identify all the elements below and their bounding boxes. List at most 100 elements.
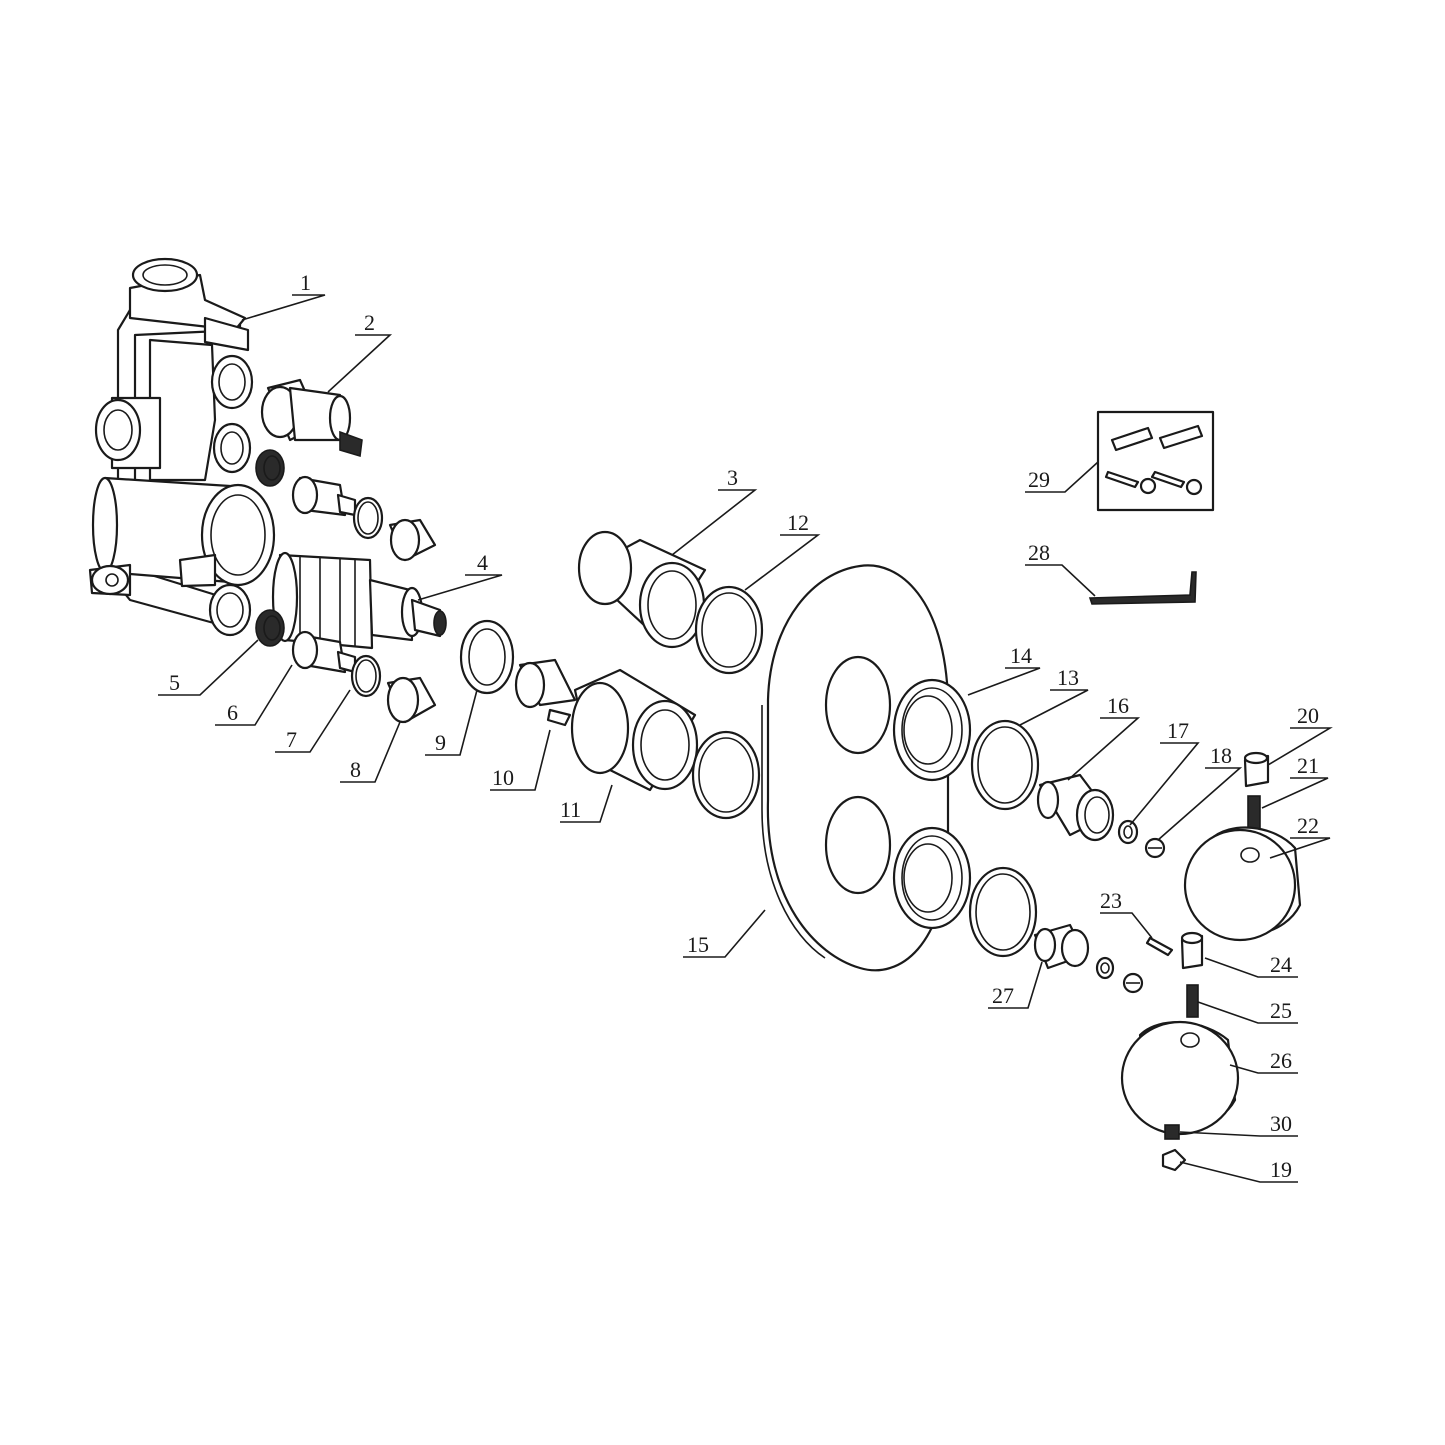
part-upper-oring-7 — [352, 496, 384, 540]
leader-29 — [1025, 461, 1099, 493]
callout-18: 18 — [1210, 743, 1232, 768]
part-adapter-16 — [1036, 773, 1115, 842]
callout-24: 24 — [1270, 952, 1292, 977]
callout-1: 1 — [300, 270, 311, 295]
callout-23: 23 — [1100, 888, 1122, 913]
callout-12: 12 — [787, 510, 809, 535]
callout-19: 19 — [1270, 1157, 1292, 1182]
callout-6: 6 — [227, 700, 238, 725]
part-sleeve-3 — [577, 530, 707, 649]
leader-3 — [671, 489, 758, 556]
part-oring-12 — [694, 585, 764, 675]
callout-28: 28 — [1028, 540, 1050, 565]
callout-21: 21 — [1297, 753, 1319, 778]
part-upper-nut-8 — [388, 518, 437, 562]
part-grub-screw-25 — [1186, 984, 1199, 1018]
part-clip-10 — [514, 658, 577, 727]
leader-28 — [1025, 564, 1096, 597]
leader-10 — [490, 729, 551, 791]
callout-22: 22 — [1297, 813, 1319, 838]
callout-9: 9 — [435, 730, 446, 755]
part-oring-13-upper — [970, 719, 1040, 811]
leader-17 — [1129, 742, 1200, 826]
leader-2 — [327, 334, 393, 393]
part-washer-17 — [1117, 819, 1139, 845]
part-hex-key-28 — [1088, 571, 1197, 605]
callout-27: 27 — [992, 983, 1014, 1008]
leader-8 — [340, 721, 401, 783]
leader-15 — [683, 909, 766, 958]
part-cap-20 — [1243, 751, 1270, 788]
leader-22 — [1269, 837, 1331, 859]
callout-13: 13 — [1057, 665, 1079, 690]
callout-14: 14 — [1010, 643, 1032, 668]
callout-29: 29 — [1028, 467, 1050, 492]
part-thermostatic-cartridge — [271, 551, 447, 650]
part-lower-spindle-6 — [291, 630, 357, 674]
callout-8: 8 — [350, 757, 361, 782]
callout-labels: 1 2 3 4 5 6 7 8 9 10 11 12 13 14 15 16 1… — [169, 270, 1319, 1182]
leader-25 — [1197, 1001, 1298, 1024]
leader-23 — [1100, 912, 1153, 939]
part-oring-12-lower — [691, 730, 761, 820]
part-sleeve-11 — [570, 668, 699, 792]
part-shroud-14-upper — [892, 678, 972, 782]
leader-12 — [744, 534, 821, 591]
callout-10: 10 — [492, 765, 514, 790]
leader-1 — [241, 294, 326, 321]
leader-27 — [988, 961, 1043, 1009]
callout-30: 30 — [1270, 1111, 1292, 1136]
leader-5 — [158, 639, 259, 696]
leader-13 — [1019, 689, 1089, 726]
callout-2: 2 — [364, 310, 375, 335]
callout-16: 16 — [1107, 693, 1129, 718]
callout-15: 15 — [687, 932, 709, 957]
part-adapter-27 — [1033, 923, 1090, 970]
callout-25: 25 — [1270, 998, 1292, 1023]
leader-30 — [1179, 1131, 1298, 1137]
leader-4 — [417, 574, 503, 601]
part-grub-screw-30 — [1164, 1124, 1180, 1140]
part-lower-plug-5 — [255, 609, 285, 647]
leader-16 — [1067, 717, 1141, 781]
part-handle-26 — [1120, 1020, 1240, 1136]
leader-6 — [215, 664, 293, 726]
callout-11: 11 — [560, 797, 581, 822]
part-washer-27 — [1095, 956, 1115, 980]
leader-7 — [275, 689, 351, 753]
callout-5: 5 — [169, 670, 180, 695]
leader-21 — [1261, 777, 1329, 809]
leader-20 — [1267, 727, 1333, 766]
callout-7: 7 — [286, 727, 297, 752]
part-lock-ring-9 — [459, 619, 515, 695]
part-screw-27 — [1122, 972, 1144, 994]
leader-14 — [967, 667, 1041, 696]
callout-26: 26 — [1270, 1048, 1292, 1073]
part-upper-spindle-6 — [291, 475, 357, 517]
leader-24 — [1204, 957, 1298, 978]
part-lower-nut-8 — [386, 676, 437, 724]
part-fixing-kit-29 — [1096, 410, 1215, 512]
callout-4: 4 — [477, 550, 488, 575]
leader-lines — [158, 294, 1333, 1183]
callout-20: 20 — [1297, 703, 1319, 728]
part-valve-body — [88, 257, 276, 637]
leader-11 — [560, 784, 613, 823]
part-top-cartridge — [260, 378, 363, 458]
part-lower-oring-7 — [350, 654, 382, 698]
part-handle-22 — [1183, 826, 1302, 942]
part-upper-plug-5 — [255, 449, 285, 487]
part-pin-23 — [1145, 936, 1174, 957]
callout-3: 3 — [727, 465, 738, 490]
part-cap-24 — [1180, 931, 1204, 970]
part-shroud-14-lower — [892, 826, 972, 930]
part-screw-18 — [1144, 837, 1166, 859]
leader-26 — [1229, 1064, 1298, 1074]
part-nut-19 — [1161, 1148, 1187, 1172]
part-oring-13-lower — [968, 866, 1038, 958]
leader-9 — [425, 689, 478, 756]
leader-19 — [1179, 1161, 1298, 1183]
leader-18 — [1157, 767, 1243, 841]
